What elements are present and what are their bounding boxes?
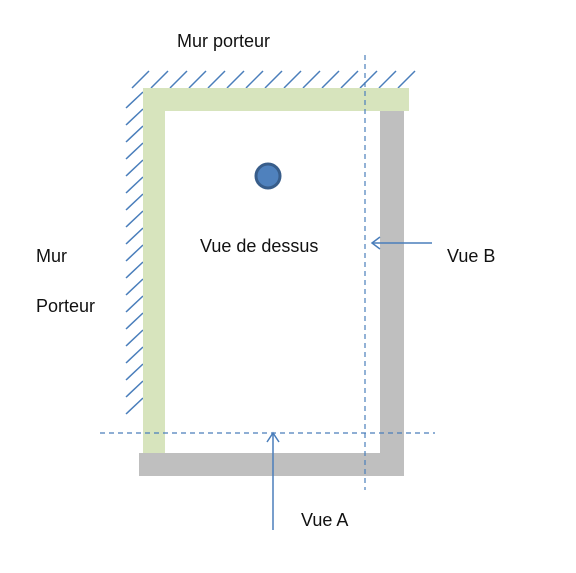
bottom-wall [139, 453, 404, 476]
hatch-mark [125, 193, 144, 211]
hatch-mark [125, 380, 144, 398]
hatch-mark [150, 70, 169, 89]
hatch-mark [131, 70, 150, 89]
hatch-mark [125, 159, 144, 177]
hatch-mark [125, 91, 144, 109]
hatch-mark [125, 227, 144, 245]
hatch-mark [125, 397, 144, 415]
hatch-mark [340, 70, 359, 89]
hatch-mark [264, 70, 283, 89]
hatch-mark [283, 70, 302, 89]
hatch-mark [188, 70, 207, 89]
bearing-wall-left-label-line2: Porteur [36, 296, 96, 316]
hatch-mark [125, 278, 144, 296]
hatch-mark [321, 70, 340, 89]
bearing-wall-left-label-line1: Mur [36, 246, 67, 266]
hatch-mark [378, 70, 397, 89]
column-marker [254, 162, 282, 190]
hatch-mark [245, 70, 264, 89]
hatch-mark [125, 312, 144, 330]
right-wall [380, 111, 404, 476]
hatch-mark [125, 295, 144, 313]
arrow-up-icon [266, 431, 280, 530]
hatch-mark [125, 363, 144, 381]
hatch-mark [125, 210, 144, 228]
left-wall-hatching [125, 91, 144, 415]
left-bearing-wall [143, 88, 165, 453]
hatch-mark [207, 70, 226, 89]
hatch-mark [125, 176, 144, 194]
hatch-mark [359, 70, 378, 89]
hatch-mark [125, 329, 144, 347]
hatch-mark [226, 70, 245, 89]
hatch-mark [125, 108, 144, 126]
view-b-label: Vue B [447, 246, 496, 266]
hatch-mark [169, 70, 188, 89]
hatch-mark [302, 70, 321, 89]
arrow-left-icon [370, 236, 432, 250]
hatch-mark [397, 70, 416, 89]
view-a-label: Vue A [301, 510, 349, 530]
hatch-mark [125, 125, 144, 143]
top-wall-hatching [131, 70, 416, 89]
hatch-mark [125, 346, 144, 364]
bearing-wall-top-label: Mur porteur [177, 31, 271, 51]
hatch-mark [125, 142, 144, 160]
hatch-mark [125, 244, 144, 262]
top-view-label: Vue de dessus [200, 236, 319, 256]
hatch-mark [125, 261, 144, 279]
top-bearing-wall [143, 88, 409, 111]
